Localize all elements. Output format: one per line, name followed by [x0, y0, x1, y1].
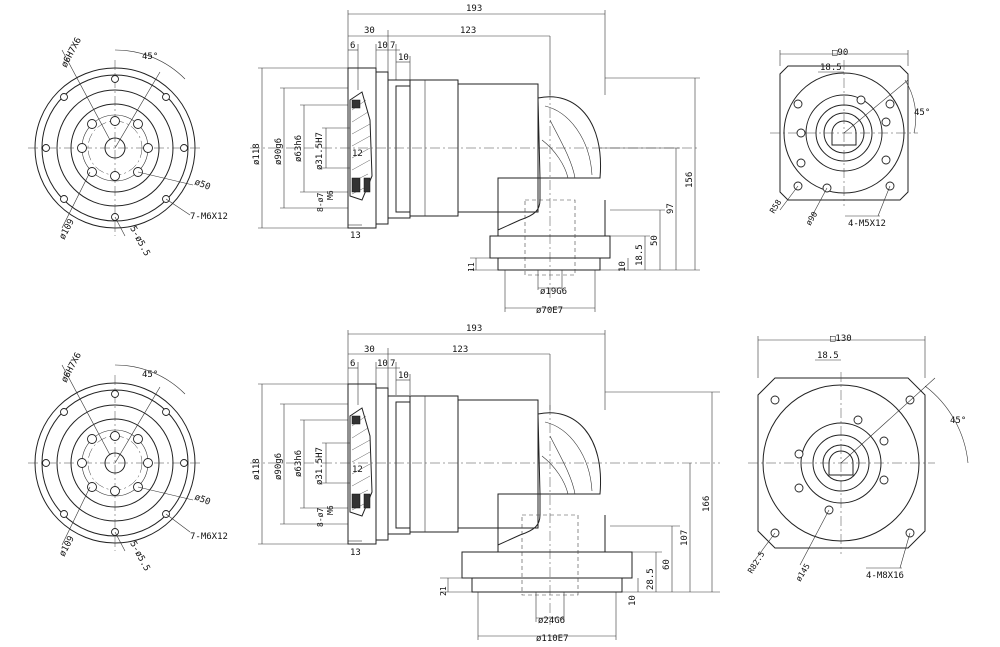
- bottom-dim-123: 123: [452, 345, 468, 355]
- bottom-dim-6: 6: [350, 359, 355, 369]
- bottom-dim-63: ø63h6: [294, 450, 304, 477]
- top-out-dia: ø90: [804, 210, 819, 227]
- bottom-out-dia: ø145: [794, 562, 812, 583]
- top-dim-118: ø118: [252, 143, 262, 165]
- bottom-out-square: □130: [830, 334, 852, 344]
- bottom-dim-90: ø90g6: [274, 453, 284, 480]
- top-dim-193: 193: [466, 4, 482, 14]
- top-dim-30: 30: [364, 26, 375, 36]
- top-input-tapped-label: 7-M6X12: [190, 212, 228, 222]
- top-dim-m6: M6: [326, 190, 335, 200]
- top-out-tapped: 4-M5X12: [848, 219, 886, 229]
- top-dim-156: 156: [685, 172, 695, 188]
- bottom-dim-8: 8-ø7: [316, 508, 325, 527]
- top-input-angle-label: 45°: [142, 52, 158, 62]
- top-dim-pilot: ø70E7: [536, 306, 563, 316]
- bottom-dim-21: 21: [439, 586, 448, 596]
- bottom-dim-10b: 10: [398, 371, 409, 381]
- bottom-dim-7: 7: [390, 359, 395, 369]
- top-dim-7: 7: [390, 41, 395, 51]
- bottom-out-tapped: 4-M8X16: [866, 571, 904, 581]
- top-input-outer-label: ø109: [58, 218, 77, 242]
- bottom-input-holes-label: 5-ø5.5: [127, 540, 151, 573]
- top-dim-18: 18.5: [635, 244, 645, 266]
- top-input-pcd-label: ø50: [193, 178, 212, 193]
- top-dim-31: ø31.5H7: [315, 132, 325, 170]
- bottom-out-d18: 18.5: [817, 351, 839, 361]
- top-dim-90: ø90g6: [274, 138, 284, 165]
- bottom-dim-107: 107: [680, 530, 690, 546]
- top-dim-6: 6: [350, 41, 355, 51]
- bottom-input-pcd-label: ø50: [193, 493, 212, 508]
- bottom-output-flange-view: □130 18.5 45° R82.5 ø145 4-M8X16: [746, 334, 969, 583]
- bottom-dim-12: 12: [352, 465, 363, 475]
- bottom-input-angle-label: 45°: [142, 370, 158, 380]
- bottom-dim-28: 28.5: [646, 568, 656, 590]
- bottom-dim-193: 193: [466, 324, 482, 334]
- top-output-flange-view: □90 18.5 45° R58 ø90 4-M5X12: [768, 48, 930, 229]
- bottom-out-angle: 45°: [950, 416, 966, 426]
- bottom-dim-60: 60: [662, 559, 672, 570]
- bottom-dim-166: 166: [702, 496, 712, 512]
- bottom-dim-10a: 10: [377, 359, 388, 369]
- bottom-dim-10: 10: [628, 595, 638, 606]
- top-input-holes-label: 5-ø5.5: [127, 225, 151, 258]
- bottom-dim-pilot: ø110E7: [536, 634, 569, 644]
- top-dim-123: 123: [460, 26, 476, 36]
- bottom-dim-118: ø118: [252, 458, 262, 480]
- top-dim-50: 50: [650, 235, 660, 246]
- bottom-side-view: 193 30 123 6 10 7 10 ø118 ø90g6 ø63h6 ø3…: [250, 324, 720, 644]
- bottom-dim-13: 13: [350, 548, 361, 558]
- bottom-dim-m6: M6: [326, 505, 335, 515]
- bottom-input-tapped-label: 7-M6X12: [190, 532, 228, 542]
- top-out-angle: 45°: [914, 108, 930, 118]
- bottom-dim-30: 30: [364, 345, 375, 355]
- top-side-view: 193 30 123 6 10 7 10 ø118 ø90g6 ø63h6 ø: [250, 4, 700, 316]
- top-dim-8: 8-ø7: [316, 193, 325, 212]
- top-out-square: □90: [832, 48, 848, 58]
- bottom-input-outer-label: ø109: [58, 535, 77, 559]
- bottom-input-flange-view: 45° ø6H7X6 ø50 7-M6X12 ø109 5-ø5.5: [28, 351, 228, 573]
- top-dim-97: 97: [666, 203, 676, 214]
- top-dim-11: 11: [467, 262, 476, 272]
- bottom-dim-31: ø31.5H7: [315, 447, 325, 485]
- top-dim-12: 12: [352, 149, 363, 159]
- top-out-r: R58: [768, 198, 783, 215]
- bottom-out-r: R82.5: [746, 550, 766, 575]
- top-input-flange-view: 45° ø6H7X6 ø50 7-M6X12 ø109 5-ø5.5: [28, 36, 228, 258]
- top-out-d18: 18.5: [820, 63, 842, 73]
- top-dim-13: 13: [350, 231, 361, 241]
- top-dim-10: 10: [618, 261, 628, 272]
- top-dim-shaft: ø19G6: [540, 287, 567, 297]
- bottom-dim-shaft: ø24G6: [538, 616, 565, 626]
- top-dim-63: ø63h6: [294, 135, 304, 162]
- top-dim-10a: 10: [377, 41, 388, 51]
- top-dim-10b: 10: [398, 53, 409, 63]
